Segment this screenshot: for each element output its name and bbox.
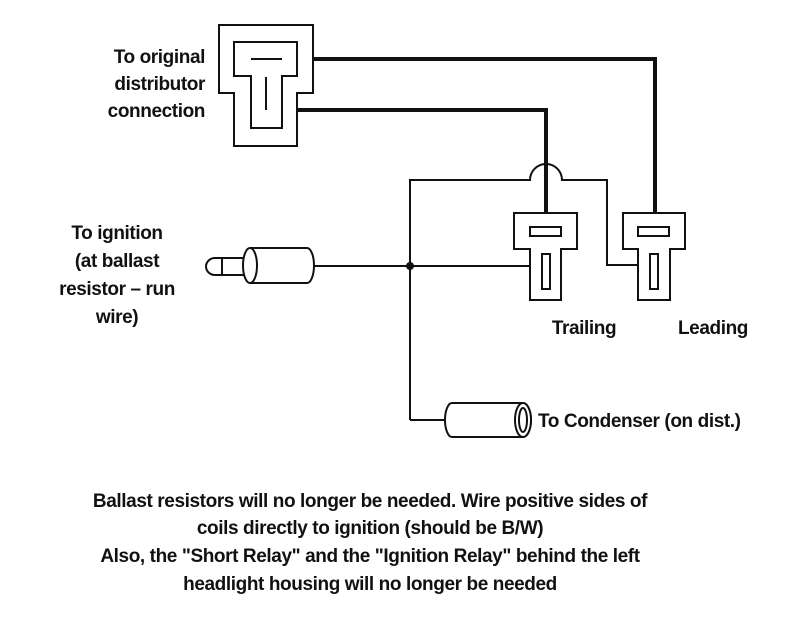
leading-label: Leading xyxy=(678,318,748,339)
condenser-plug xyxy=(444,402,532,438)
distributor-label-line1: To original xyxy=(114,47,205,68)
ignition-label-line1: To ignition xyxy=(71,223,162,244)
wire-leading-to-distributor xyxy=(313,57,657,213)
ignition-label-line3: resistor – run xyxy=(59,279,175,300)
wire-trailing-to-distributor xyxy=(297,108,548,213)
note-line3: Also, the "Short Relay" and the "Ignitio… xyxy=(100,546,640,567)
note-line4: headlight housing will no longer be need… xyxy=(183,574,557,595)
junction-dot xyxy=(406,262,414,270)
distributor-label-line3: connection xyxy=(108,101,205,122)
note-line2: coils directly to ignition (should be B/… xyxy=(197,518,543,539)
condenser-label: To Condenser (on dist.) xyxy=(538,411,741,432)
distributor-connector xyxy=(218,24,314,147)
note-line1: Ballast resistors will no longer be need… xyxy=(93,491,648,512)
ignition-label-line4: wire) xyxy=(95,307,138,328)
distributor-label-line2: distributor xyxy=(114,74,206,95)
trailing-label: Trailing xyxy=(552,318,616,339)
ignition-label-line2: (at ballast xyxy=(75,251,160,272)
ignition-plug xyxy=(205,247,315,284)
leading-connector xyxy=(622,212,686,301)
trailing-connector xyxy=(513,212,578,301)
wire-ignition-to-leading xyxy=(409,163,638,420)
